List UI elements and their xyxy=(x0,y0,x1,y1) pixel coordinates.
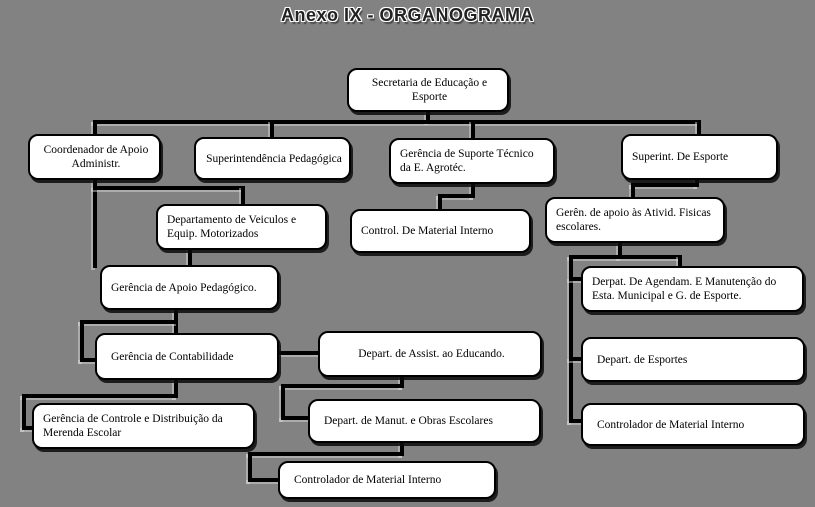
connector xyxy=(281,416,312,420)
connector xyxy=(248,478,282,482)
org-node-label: Gerência de Controle e Distribuição da M… xyxy=(43,413,223,439)
org-node-label: Gerên. de apoio às Ativid. Fisicas escol… xyxy=(556,207,711,233)
org-node-coordenador: Coordenador de Apoio Administr. xyxy=(28,134,161,180)
org-node-label: Coordenador de Apoio Administr. xyxy=(43,144,149,170)
connector xyxy=(22,394,26,430)
org-node-superintendencia: Superintendência Pedagógica xyxy=(194,137,351,180)
org-node-label: Gerência de Apoio Pedagógico. xyxy=(111,281,257,294)
org-node-ger-contabilidade: Gerência de Contabilidade xyxy=(95,333,279,380)
org-node-label: Depart. de Esportes xyxy=(597,353,688,366)
connector xyxy=(400,375,404,388)
org-node-ger-suporte: Gerência de Suporte Técnico da E. Agroté… xyxy=(389,138,555,184)
connector xyxy=(80,320,84,362)
org-node-controlador-material-bottom: Controlador de Material Interno xyxy=(278,461,496,499)
diagram-title: Anexo IX - ORGANOGRAMA xyxy=(280,5,534,25)
connector xyxy=(241,186,245,206)
org-node-derpat-agendam: Derpat. De Agendam. E Manutenção do Esta… xyxy=(581,266,804,312)
org-node-label: Derpat. De Agendam. E Manutenção do Esta… xyxy=(592,276,777,302)
connector xyxy=(438,194,475,198)
org-node-dep-assist-educando: Depart. de Assist. ao Educando. xyxy=(318,331,542,377)
org-node-label: Controlador de Material Interno xyxy=(294,474,442,486)
org-node-ger-controle-merenda: Gerência de Controle e Distribuição da M… xyxy=(32,403,255,449)
org-node-controlador-material-right: Controlador de Material Interno xyxy=(581,403,805,446)
connector xyxy=(631,183,635,199)
org-node-superint-esporte: Superint. De Esporte xyxy=(621,134,778,180)
connector xyxy=(248,452,252,482)
connector xyxy=(22,426,36,430)
connector xyxy=(695,178,699,187)
org-node-geren-apoio-ativ: Gerên. de apoio às Ativid. Fisicas escol… xyxy=(545,197,725,243)
connector xyxy=(248,452,404,456)
org-node-label: Departamento de Veiculos e Equip. Motori… xyxy=(167,214,297,240)
connector xyxy=(438,194,442,211)
org-node-label: Secretaria de Educação e Esporte xyxy=(371,77,488,103)
connector xyxy=(93,120,97,136)
connector xyxy=(678,255,682,268)
connector xyxy=(22,394,178,398)
org-node-dep-manut-obras: Depart. de Manut. e Obras Escolares xyxy=(308,399,541,443)
connector xyxy=(281,384,404,388)
connector xyxy=(569,419,585,423)
connector xyxy=(631,183,699,187)
connector xyxy=(188,248,192,267)
connector xyxy=(93,178,97,268)
org-node-label: Superintendência Pedagógica xyxy=(206,152,342,165)
org-node-ger-apoio-pedagogico: Gerência de Apoio Pedagógico. xyxy=(100,265,279,310)
connector xyxy=(471,182,475,198)
connector xyxy=(80,320,178,324)
connector xyxy=(697,120,701,136)
connector xyxy=(618,241,622,259)
org-node-label: Gerência de Suporte Técnico da E. Agroté… xyxy=(400,148,534,174)
connector xyxy=(471,120,475,140)
connector xyxy=(281,384,285,420)
connector xyxy=(80,358,99,362)
connector xyxy=(569,277,585,281)
org-node-label: Depart. de Assist. ao Educando. xyxy=(358,348,505,360)
connector xyxy=(93,186,245,190)
connector xyxy=(569,255,573,423)
org-node-label: Control. De Material Interno xyxy=(361,225,494,237)
org-node-dep-esportes: Depart. de Esportes xyxy=(581,337,805,382)
connector xyxy=(426,110,430,123)
org-node-control-material: Control. De Material Interno xyxy=(350,209,531,253)
connector xyxy=(277,351,320,355)
connector xyxy=(569,357,585,361)
org-node-dep-veiculos: Departamento de Veiculos e Equip. Motori… xyxy=(156,204,327,250)
connector xyxy=(569,255,682,259)
org-node-label: Depart. de Manut. e Obras Escolares xyxy=(324,415,493,427)
connector xyxy=(270,120,274,139)
connector xyxy=(174,378,178,398)
org-node-label: Superint. De Esporte xyxy=(632,151,729,163)
connector xyxy=(93,120,701,124)
org-node-label: Gerência de Contabilidade xyxy=(111,350,234,363)
org-node-label: Controlador de Material Interno xyxy=(597,418,745,431)
org-node-secretaria: Secretaria de Educação e Esporte xyxy=(347,68,509,112)
connector xyxy=(400,441,404,456)
